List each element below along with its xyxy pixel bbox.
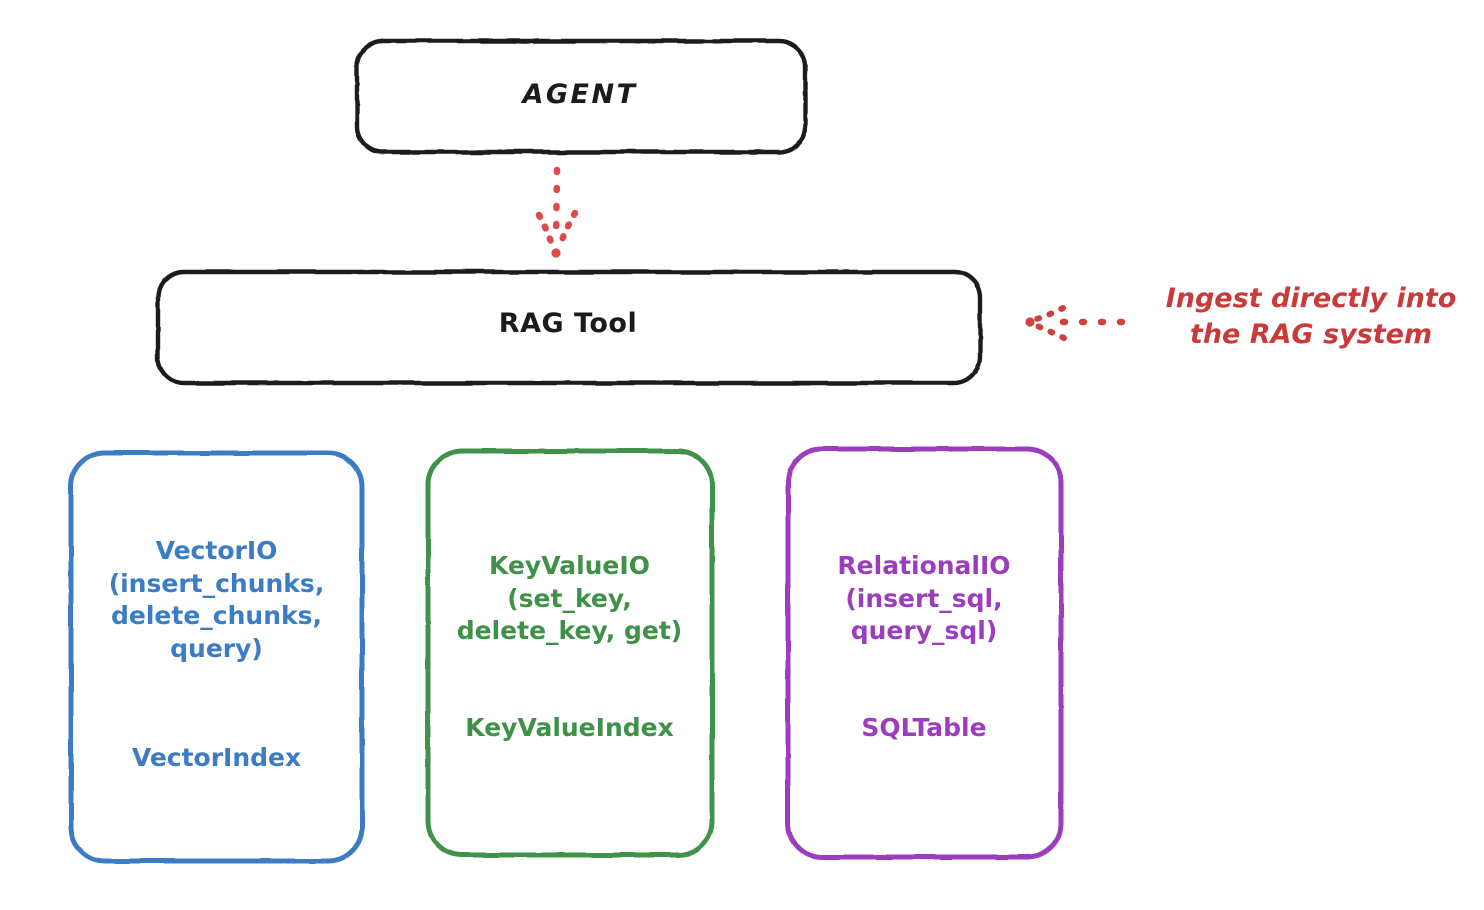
ingest-arrow: [1025, 305, 1126, 341]
agent-box[interactable]: [354, 38, 808, 155]
ingest-annotation: Ingest directly into the RAG system: [1165, 283, 1457, 350]
relational-io-title: RelationalIO (insert_sql, query_sql): [837, 551, 1011, 645]
agent-node[interactable]: [354, 38, 808, 155]
rag-tool-node[interactable]: [155, 269, 983, 386]
vector-io-title: VectorIO (insert_chunks, delete_chunks, …: [108, 536, 325, 663]
relational-io-box[interactable]: [785, 446, 1064, 860]
vector-io-box[interactable]: [68, 450, 365, 864]
ingest-arrowhead-tip: [1025, 317, 1035, 327]
ingest-arrowhead-upper-barb: [1031, 305, 1066, 323]
key-value-io-subtitle: KeyValueIndex: [465, 713, 674, 742]
agent-to-rag-arrow-line: [552, 166, 561, 244]
rag-tool-box[interactable]: [155, 269, 983, 386]
arrowhead-right-barb: [555, 209, 579, 251]
arrowhead-left-barb: [535, 211, 557, 251]
ingest-arrowhead-lower-barb: [1032, 322, 1067, 341]
arrowhead-tip: [551, 248, 561, 258]
vector-io-node[interactable]: [68, 450, 365, 864]
key-value-io-title: KeyValueIO (set_key, delete_key, get): [456, 551, 683, 645]
agent-to-rag-arrow: [535, 166, 579, 258]
relational-io-node[interactable]: [785, 446, 1064, 860]
key-value-io-box[interactable]: [425, 448, 715, 858]
relational-io-subtitle: SQLTable: [861, 713, 987, 742]
vector-io-subtitle: VectorIndex: [131, 743, 302, 772]
key-value-io-node[interactable]: [425, 448, 715, 858]
